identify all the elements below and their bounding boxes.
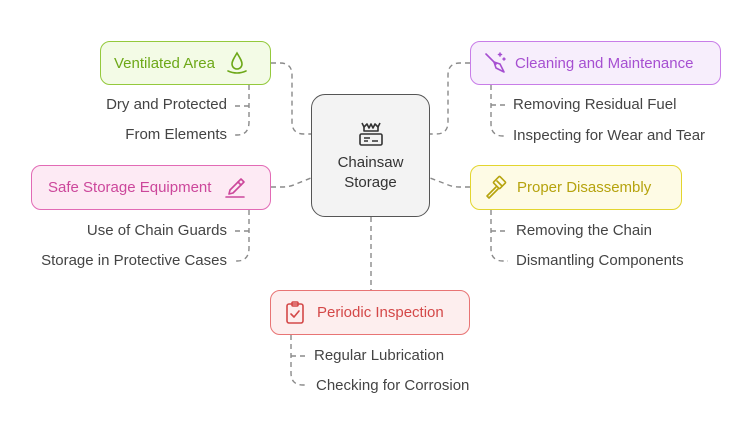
disassembly-item-2: Dismantling Components: [516, 252, 684, 269]
cleaning-title: Cleaning and Maintenance: [515, 54, 694, 72]
safe-storage-item-2: Storage in Protective Cases: [41, 252, 227, 269]
pen-tool-icon: [221, 174, 249, 202]
ventilated-area-node: Ventilated Area: [100, 41, 271, 85]
chainsaw-icon: [356, 119, 386, 149]
center-node: Chainsaw Storage: [311, 94, 430, 217]
ventilated-item-2: From Elements: [125, 126, 227, 143]
cleaning-item-1: Removing Residual Fuel: [513, 96, 677, 113]
cleaning-node: Cleaning and Maintenance: [470, 41, 721, 85]
ventilated-area-title: Ventilated Area: [114, 54, 215, 72]
water-drop-icon: [223, 49, 251, 77]
inspection-node: Periodic Inspection: [270, 290, 470, 335]
inspection-item-1: Regular Lubrication: [314, 347, 445, 364]
broom-icon: [481, 49, 509, 77]
inspection-item-2: Checking for Corrosion: [316, 377, 470, 394]
safe-storage-item-1: Use of Chain Guards: [86, 222, 227, 239]
cleaning-item-2: Inspecting for Wear and Tear: [513, 127, 706, 144]
disassembly-item-1: Removing the Chain: [516, 222, 652, 239]
center-title-line1: Chainsaw: [337, 153, 404, 171]
inspection-title: Periodic Inspection: [317, 304, 444, 321]
wrench-icon: [481, 174, 509, 202]
disassembly-node: Proper Disassembly: [470, 165, 682, 210]
safe-storage-title: Safe Storage Equipment: [48, 179, 212, 196]
center-title-line2: Storage: [344, 173, 397, 191]
ventilated-item-1: Dry and Protected: [106, 96, 227, 113]
disassembly-title: Proper Disassembly: [517, 179, 652, 196]
safe-storage-node: Safe Storage Equipment: [31, 165, 271, 210]
clipboard-check-icon: [281, 299, 309, 327]
